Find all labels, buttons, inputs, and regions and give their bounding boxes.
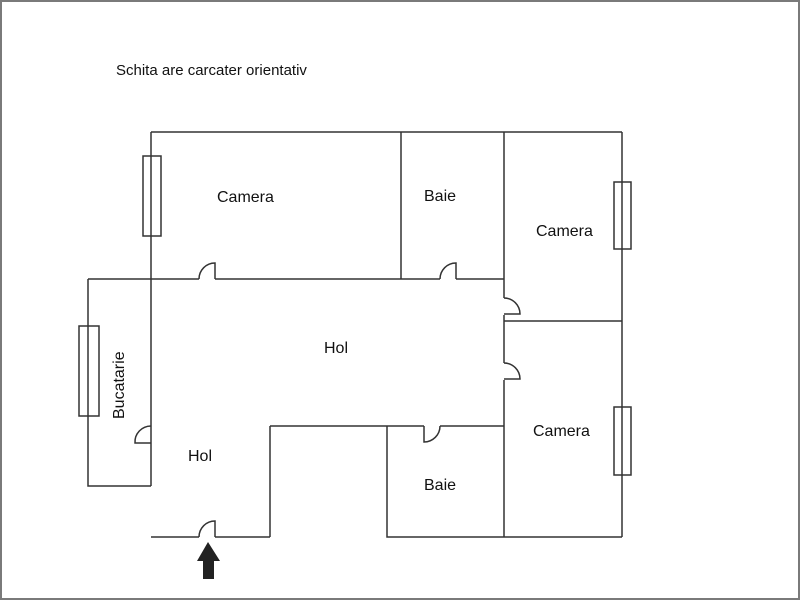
door-entry <box>198 520 216 538</box>
room-label-camera-2: Camera <box>536 223 593 240</box>
door-baie-bottom <box>423 425 441 443</box>
room-label-camera-1: Camera <box>217 189 274 206</box>
room-label-camera-3: Camera <box>533 423 590 440</box>
door-camera-right-top <box>503 297 521 315</box>
room-label-baie-2: Baie <box>424 477 456 494</box>
window-camera-right-bottom <box>613 406 632 476</box>
room-label-hol-main: Hol <box>324 340 348 357</box>
disclaimer-note: Schita are carcater orientativ <box>116 62 307 79</box>
room-label-hol-entry: Hol <box>188 448 212 465</box>
entry-arrow-icon <box>197 542 220 579</box>
room-label-baie-1: Baie <box>424 188 456 205</box>
door-camera-left <box>198 262 216 280</box>
window-camera-right-top <box>613 181 632 250</box>
window-camera-left <box>142 155 162 237</box>
door-baie-top <box>439 262 457 280</box>
door-camera-right-bottom <box>503 362 521 380</box>
door-bucatarie <box>134 425 152 444</box>
window-bucatarie <box>78 325 100 417</box>
room-label-bucatarie: Bucatarie <box>111 351 128 419</box>
